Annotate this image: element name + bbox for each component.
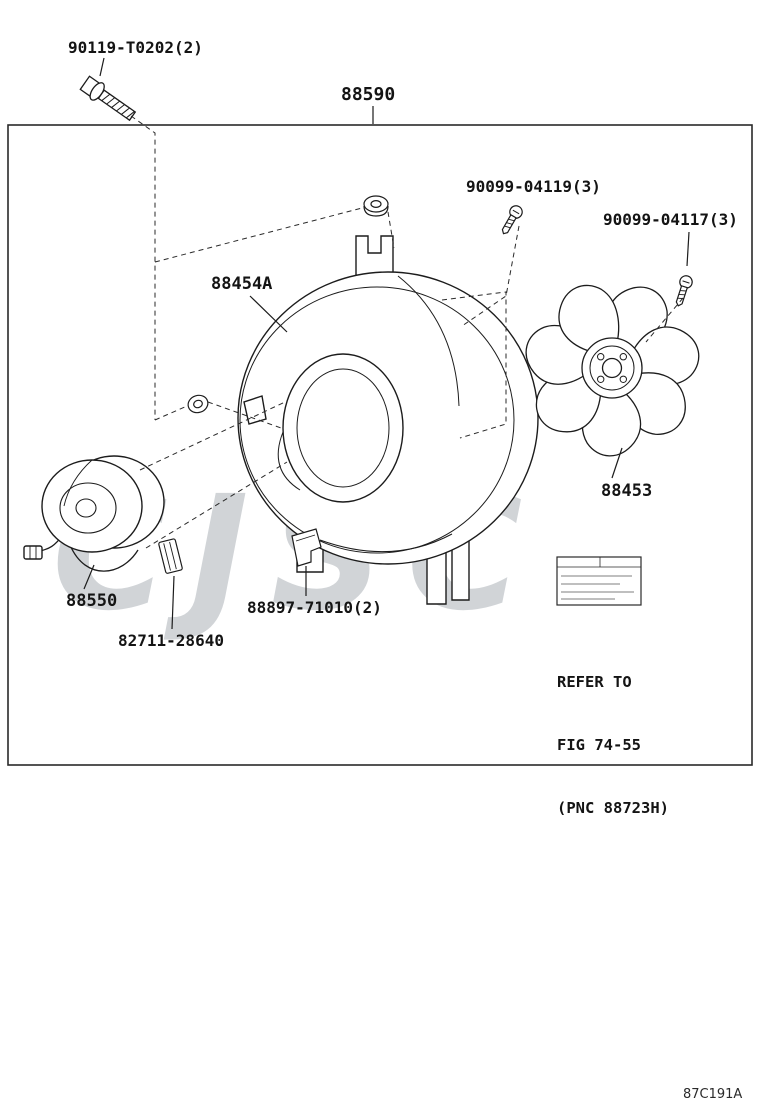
caution-label-sticker [556,556,642,606]
part-label-clip: 82711-28640 [118,631,224,650]
assembly-dashed-lines [130,115,684,549]
hex-bolt-icon [79,75,137,122]
mount-bushing-icon [363,195,389,217]
part-label-fan-assembly: 88590 [341,84,396,105]
part-label-bolt: 90119-T0202(2) [68,38,203,57]
grommet-icon [187,394,209,414]
part-label-fan-shroud: 88454A [211,274,273,294]
part-label-clamp: 88897-71010(2) [247,598,382,617]
leader-lines [83,57,690,630]
refer-note-line3: (PNC 88723H) [557,799,669,817]
screw-icon-b [675,275,693,307]
diagram-border [7,124,753,766]
part-label-fan-blade: 88453 [601,481,653,501]
refer-note: REFER TO FIG 74-55 (PNC 88723H) [557,630,669,861]
clip-icon [158,538,183,574]
part-label-screw-short: 90099-04119(3) [466,177,601,196]
part-label-screw-long: 90099-04117(3) [603,210,738,229]
cooling-fan-drawing [525,284,700,457]
figure-code: 87C191A [683,1087,743,1102]
fan-shroud-drawing [237,235,539,605]
refer-note-line2: FIG 74-55 [557,736,641,754]
refer-note-line1: REFER TO [557,673,632,691]
screw-icon-a [501,205,523,235]
wire-clamp-icon [291,528,322,567]
fan-motor-drawing [23,455,165,572]
part-label-fan-motor: 88550 [66,591,118,611]
